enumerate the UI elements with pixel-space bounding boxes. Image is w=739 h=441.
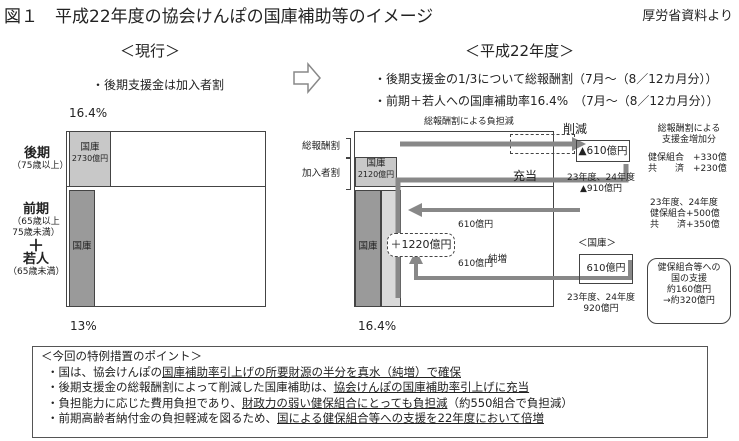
junzou-label: 純増 xyxy=(488,254,508,265)
point-3-text: ・負担能力に応じた費用負担であり、 xyxy=(47,395,242,410)
point-3: ・負担能力に応じた費用負担であり、財政力の弱い健保組合にとっても負担減（約550… xyxy=(47,396,707,412)
fy22-note1: ・後期支援金の1/3について総報酬割（7月～（8／12カ月分）） xyxy=(374,72,718,86)
kokko-2324-year: 23年度、24年度 xyxy=(567,293,635,303)
row-plus: ＋ xyxy=(27,236,44,255)
row-early-label: 前期 xyxy=(22,202,49,217)
source-note: 厚労省資料より xyxy=(642,9,733,24)
left-pct-bottom: 13% xyxy=(70,319,97,333)
right-kokko-elder-amount: 2120億円 xyxy=(357,170,395,179)
row-elder-sub: （75歳以上） xyxy=(12,161,69,171)
row-elder-label: 後期 xyxy=(23,146,50,161)
fy22-note2: ・前期＋若人への国庫補助率16.4% （7月～（8／12カ月分）） xyxy=(374,94,719,108)
increase-title: 総報酬割による 支援金増加分 xyxy=(646,124,732,146)
bracket-soho xyxy=(346,138,351,158)
kokko-2324-amount: 920億円 xyxy=(583,304,619,314)
right-kokko-young: 国庫 xyxy=(355,190,381,307)
increase-2324-values: 23年度、24年度 健保組合+500億 共 済+350億 xyxy=(650,198,720,231)
right-kokko-elder-label: 国庫 xyxy=(366,158,386,169)
left-kokko-young-label: 国庫 xyxy=(72,241,92,252)
jutou-label: 充当 xyxy=(513,169,538,183)
plus-1220-box: ＋1220億円 xyxy=(387,233,455,257)
point-2-underline: 協会けんぽの国庫補助率引上げに充当 xyxy=(333,380,530,394)
right-kokko-elder: 国庫 2120億円 xyxy=(355,157,397,187)
increase-title-1: 総報酬割による xyxy=(657,124,721,134)
sakugen-label: 削減 xyxy=(563,122,588,136)
left-kokko-elder-label: 国庫 xyxy=(80,142,100,153)
point-4-underline: 国による健保組合等への支援を22年度において倍増 xyxy=(277,411,544,425)
row-elder: 後期 （75歳以上） xyxy=(12,146,69,172)
increase-2324-kyosai: 共 済+350億 xyxy=(650,220,720,230)
support-line-3: 約160億円 xyxy=(666,285,712,295)
increase-kenpo: 健保組合 +330億 xyxy=(648,153,727,163)
fy22-heading: ＜平成22年度＞ xyxy=(465,42,575,60)
left-pct-top: 16.4% xyxy=(69,106,108,120)
amount-610-lower: 610億円 xyxy=(458,259,494,269)
support-line-4: →約320億円 xyxy=(663,296,715,306)
kokko-2324-note: 23年度、24年度 920億円 xyxy=(566,293,636,315)
point-1-text: ・国は、協会けんぽの xyxy=(47,364,162,379)
figure-title: 図１ 平成22年度の協会けんぽの国庫補助等のイメージ xyxy=(4,7,434,27)
points-box: ＜今回の特例措置のポイント＞ ・国は、協会けんぽの国庫補助率引上げの所要財源の半… xyxy=(32,346,708,438)
soho-burden-label: 総報酬割による負担減 xyxy=(424,117,514,127)
left-kokko-young: 国庫 xyxy=(69,190,95,307)
point-1-underline: 国庫補助率引上げの所要財源の半分を真水（純増）で確保 xyxy=(162,364,461,379)
point-4: ・前期高齢者納付金の負担軽減を図るため、国による健保組合等への支援を22年度にお… xyxy=(47,411,707,427)
row-young-label: 若人 xyxy=(22,252,49,267)
amount-610-upper: 610億円 xyxy=(458,220,494,230)
label-kanyu: 加入者割 xyxy=(302,168,341,179)
current-note: ・後期支援金は加入者割 xyxy=(92,78,225,92)
current-heading: ＜現行＞ xyxy=(120,42,181,60)
left-kokko-elder: 国庫 2730億円 xyxy=(69,131,111,187)
left-divider xyxy=(66,186,266,187)
cut-2324-year: 23年度、24年度 xyxy=(567,173,635,183)
increase-kyosai: 共 済 +230億 xyxy=(648,164,727,174)
increase-2324-year: 23年度、24年度 xyxy=(650,198,718,208)
right-divider xyxy=(354,186,554,187)
kokko-610-box: 610億円 xyxy=(579,254,633,284)
support-line-1: 健保組合等への xyxy=(657,263,721,273)
increase-values: 健保組合 +330億 共 済 +230億 xyxy=(648,153,727,175)
kokko-box-title: ＜国庫＞ xyxy=(578,238,617,249)
left-total-box xyxy=(66,131,266,307)
row-early-sub2: 75歳未満） xyxy=(12,228,60,238)
row-early: 前期 （65歳以上 75歳未満） ＋ 若人 （65歳未満） xyxy=(8,203,64,278)
cut-2324-amount: ▲910億円 xyxy=(579,184,623,194)
points-heading: ＜今回の特例措置のポイント＞ xyxy=(41,349,202,363)
right-kokko-young-label: 国庫 xyxy=(358,241,378,252)
transition-arrow-icon xyxy=(293,62,321,94)
label-soho: 総報酬割 xyxy=(302,141,341,152)
right-pct-bottom: 16.4% xyxy=(358,319,397,333)
right-total-box xyxy=(354,131,554,307)
point-3-underline: 財政力の弱い健保組合にとっても負担減 xyxy=(241,395,448,410)
point-2-text: ・後期支援金の総報酬割によって削減した国庫補助は、 xyxy=(47,380,334,394)
increase-title-2: 支援金増加分 xyxy=(661,135,716,145)
cut-2324-note: 23年度、24年度 ▲910億円 xyxy=(566,173,636,195)
row-young-sub: （65歳未満） xyxy=(8,267,65,277)
point-3-suffix: （約550組合で負担減） xyxy=(447,395,573,410)
left-kokko-elder-amount: 2730億円 xyxy=(71,154,109,163)
point-1: ・国は、協会けんぽの国庫補助率引上げの所要財源の半分を真水（純増）で確保 xyxy=(47,365,707,381)
point-2: ・後期支援金の総報酬割によって削減した国庫補助は、協会けんぽの国庫補助率引上げに… xyxy=(47,380,707,396)
support-line-2: 国の支援 xyxy=(670,274,707,284)
bracket-kanyu xyxy=(346,158,351,190)
national-support-box: 健保組合等への 国の支援 約160億円 →約320億円 xyxy=(647,258,731,324)
increase-2324-kenpo: 健保組合+500億 xyxy=(650,209,720,219)
row-early-sub1: （65歳以上 xyxy=(12,217,60,227)
point-4-text: ・前期高齢者納付金の負担軽減を図るため、 xyxy=(47,411,277,425)
cut-610-box: ▲610億円 xyxy=(576,140,630,162)
